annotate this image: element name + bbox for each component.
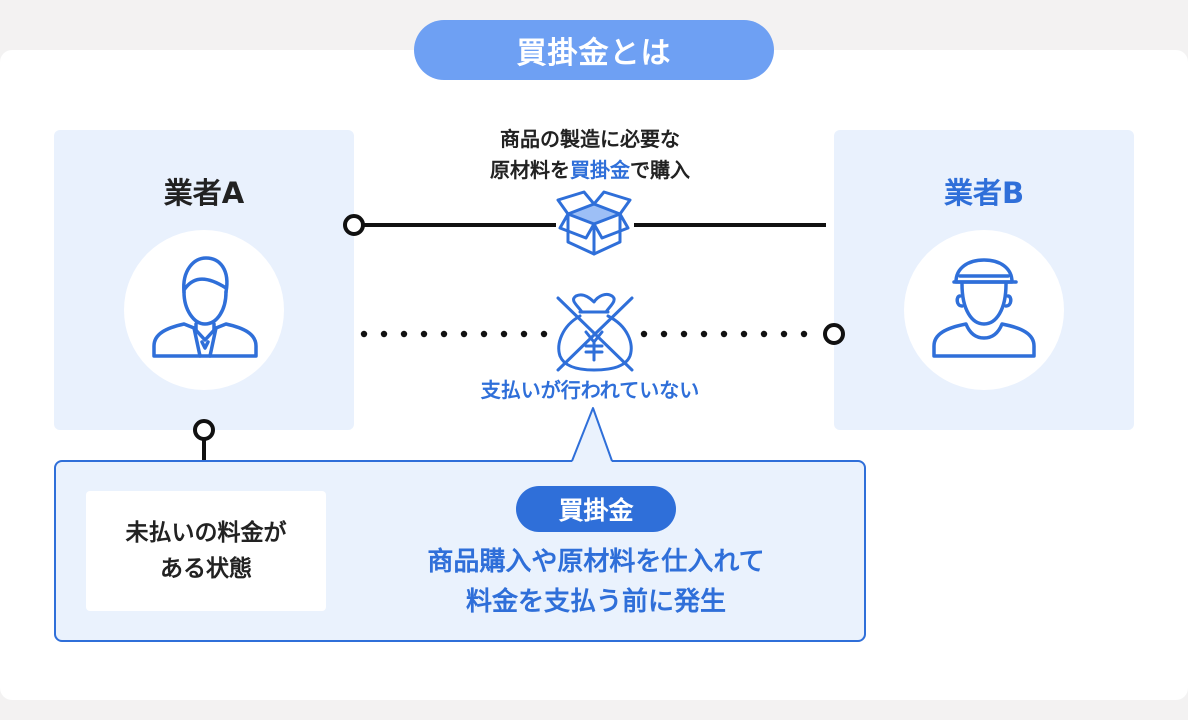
definition-line-1: 商品購入や原材料を仕入れて (427, 547, 765, 577)
party-a-panel: 業者A (54, 130, 354, 430)
unpaid-caption: 支払いが行われていない (480, 378, 700, 402)
unpaid-state-card: 未払いの料金が ある状態 (86, 491, 326, 611)
speech-bubble-tail (571, 407, 613, 462)
money-bag-crossed-icon (556, 292, 634, 372)
state-connector-endpoint (193, 419, 215, 441)
state-line-1: 未払いの料金が (125, 520, 287, 546)
purchase-flow-caption: 商品の製造に必要な 原材料を買掛金で購入 (430, 124, 750, 186)
goods-line-endpoint (343, 214, 365, 236)
party-b-panel: 業者B (834, 130, 1134, 430)
caption-line-2-post: で購入 (630, 158, 690, 182)
box-icon (556, 190, 634, 256)
person-suit-icon (152, 256, 258, 358)
definition-text: 商品購入や原材料を仕入れて 料金を支払う前に発生 (356, 542, 836, 622)
party-b-label: 業者B (943, 176, 1025, 210)
term-badge: 買掛金 (516, 486, 676, 532)
party-a-avatar (124, 230, 284, 390)
party-a-label: 業者A (163, 176, 245, 210)
person-cap-icon (932, 258, 1036, 358)
caption-line-2-pre: 原材料を (490, 158, 570, 182)
party-b-avatar (904, 230, 1064, 390)
caption-line-1: 商品の製造に必要な (500, 127, 680, 151)
state-line-2: ある状態 (160, 556, 252, 582)
definition-box: 未払いの料金が ある状態 買掛金 商品購入や原材料を仕入れて 料金を支払う前に発… (54, 460, 866, 642)
payment-dotted-line (360, 330, 808, 338)
caption-line-2: 原材料を買掛金で購入 (430, 155, 750, 186)
caption-line-2-accent: 買掛金 (570, 158, 630, 182)
definition-line-2: 料金を支払う前に発生 (465, 587, 726, 617)
payment-line-endpoint (823, 323, 845, 345)
diagram-title: 買掛金とは (414, 20, 774, 80)
